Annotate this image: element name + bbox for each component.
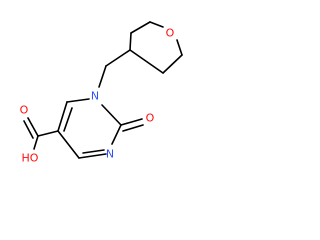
bond-c2-o-double <box>122 124 144 132</box>
acid-carbonyl-oxygen-label: O <box>20 104 29 117</box>
bond-c3-c2 <box>130 21 151 34</box>
bond-c6-c5-inner <box>63 107 73 132</box>
bond-c6-c5 <box>162 54 183 74</box>
bond-c2-o <box>120 118 143 126</box>
carboxylic-acid <box>23 117 59 150</box>
ring-oxygen-label: O <box>166 27 175 40</box>
bond-cooh-oh <box>33 135 39 150</box>
pyrimidinone-ring <box>57 98 122 159</box>
bond-cooh-o <box>27 117 39 137</box>
bond-c5-c4 <box>57 130 80 159</box>
bond-c4-ch2 <box>105 49 131 67</box>
bond-cooh-o-double <box>23 120 34 139</box>
bond-n3-c2 <box>111 124 122 145</box>
methylene-linker <box>98 49 131 88</box>
bond-c4-n3 <box>78 153 107 159</box>
bond-c5-c4 <box>129 49 164 74</box>
n3-label: N <box>106 148 114 161</box>
bond-c6-c5 <box>57 101 68 132</box>
oxane-ring <box>129 21 183 74</box>
bond-c5-cooh <box>37 130 59 137</box>
bond-ch2-n1 <box>98 65 107 88</box>
n1-label: N <box>91 90 99 103</box>
bond-o-c6 <box>176 39 183 56</box>
bond-c4-c3 <box>129 32 132 51</box>
bond-c2-o <box>149 21 164 28</box>
hydroxyl-label: HO <box>22 152 39 165</box>
bond-c4-n3-inner <box>82 149 105 154</box>
carbonyl-oxygen-label: O <box>146 112 155 125</box>
ring-carbonyl <box>120 118 144 132</box>
bond-c2-n1 <box>101 104 122 126</box>
bond-n1-c6 <box>66 98 90 103</box>
chemical-structure-diagram: O N O N HO O <box>20 21 183 165</box>
